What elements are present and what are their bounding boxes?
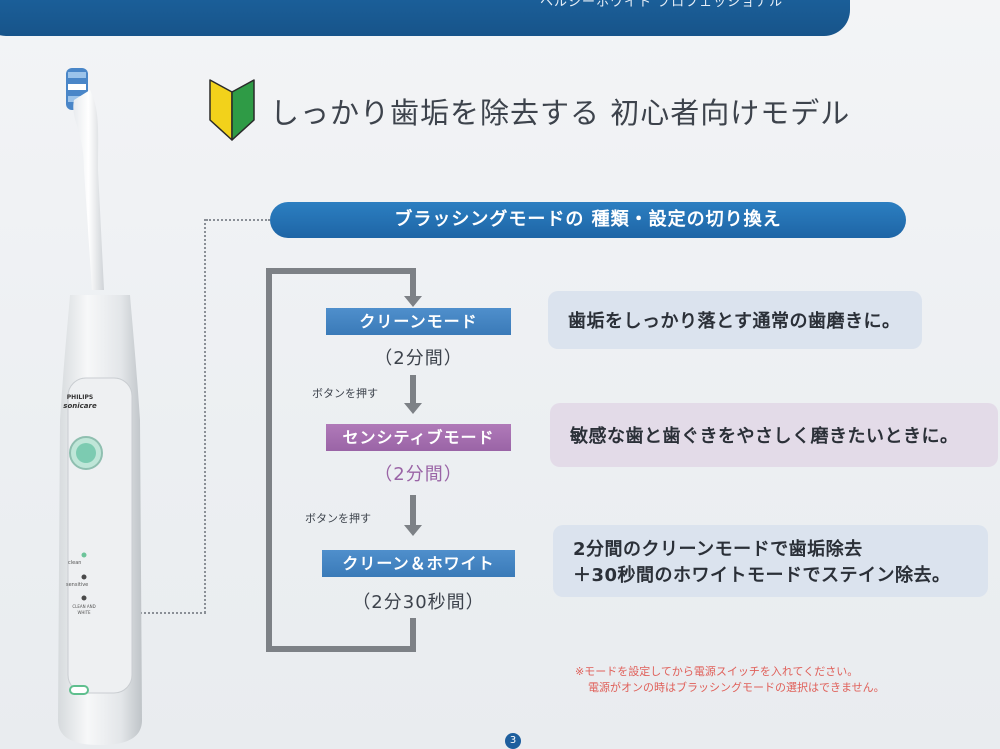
flow-line-down-2 <box>410 375 416 405</box>
page-number: 3 <box>505 733 521 749</box>
mode-clean-white-description-line-2: ＋30秒間のホワイトモードでステイン除去。 <box>573 565 951 586</box>
note-line-1: ※モードを設定してから電源スイッチを入れてください。 <box>575 665 859 678</box>
mode-clean-white-label: クリーン＆ホワイト <box>322 550 515 577</box>
connector-top <box>206 219 270 221</box>
flow-line-down-1 <box>410 268 416 298</box>
brush-brand: PHILIPS <box>66 394 94 401</box>
mode-clean-description: 歯垢をしっかり落とす通常の歯磨きに。 <box>548 291 922 349</box>
connector-bottom <box>120 612 206 614</box>
arrow-down-icon <box>404 296 422 307</box>
flow-line-top <box>266 268 416 274</box>
toothbrush-icon <box>58 68 142 745</box>
arrow-down-icon <box>404 525 422 536</box>
beginner-leaf-icon <box>209 79 255 141</box>
mode-clean-white-duration: （2分30秒間） <box>352 592 485 613</box>
mode-clean-white-description-line-1: 2分間のクリーンモードで歯垢除去 <box>573 539 863 560</box>
note-line-2: 電源がオンの時はブラッシングモードの選択はできません。 <box>588 681 885 694</box>
brush-model: sonicare <box>63 402 97 410</box>
arrow-down-icon <box>404 403 422 414</box>
press-button-label: ボタンを押す <box>305 512 371 525</box>
brush-mode-sensitive: sensitive <box>66 582 89 588</box>
mode-sensitive-description: 敏感な歯と歯ぐきをやさしく磨きたいときに。 <box>550 403 998 467</box>
mode-clean-label: クリーンモード <box>326 308 511 335</box>
section-title: ブラッシングモードの 種類・設定の切り換え <box>270 202 906 238</box>
connector-vertical <box>204 219 206 613</box>
page-headline: しっかり歯垢を除去する 初心者向けモデル <box>270 96 851 130</box>
brush-mode-clean-white: CLEAN AND WHITE <box>72 604 96 615</box>
mode-sensitive-description-line: 敏感な歯と歯ぐきをやさしく磨きたいときに。 <box>570 426 959 447</box>
mode-sensitive-duration: （2分間） <box>374 464 463 485</box>
toothbrush-illustration: PHILIPS sonicare clean sensitive CLEAN A… <box>40 60 160 749</box>
brush-mode-clean: clean <box>68 560 82 566</box>
flow-line-bottom-up <box>410 618 416 652</box>
top-banner <box>0 0 850 36</box>
mode-clean-description-line: 歯垢をしっかり落とす通常の歯磨きに。 <box>568 311 901 332</box>
flow-line-down-3 <box>410 495 416 527</box>
mode-sensitive-label: センシティブモード <box>326 424 511 451</box>
flow-line-left <box>266 268 272 652</box>
press-button-label: ボタンを押す <box>312 387 378 400</box>
top-banner-subtitle: ヘルシーホワイト プロフェッショナル <box>540 0 784 10</box>
mode-clean-white-description: 2分間のクリーンモードで歯垢除去 ＋30秒間のホワイトモードでステイン除去。 <box>553 525 988 597</box>
flow-line-bottom <box>266 646 416 652</box>
mode-clean-duration: （2分間） <box>374 348 463 369</box>
